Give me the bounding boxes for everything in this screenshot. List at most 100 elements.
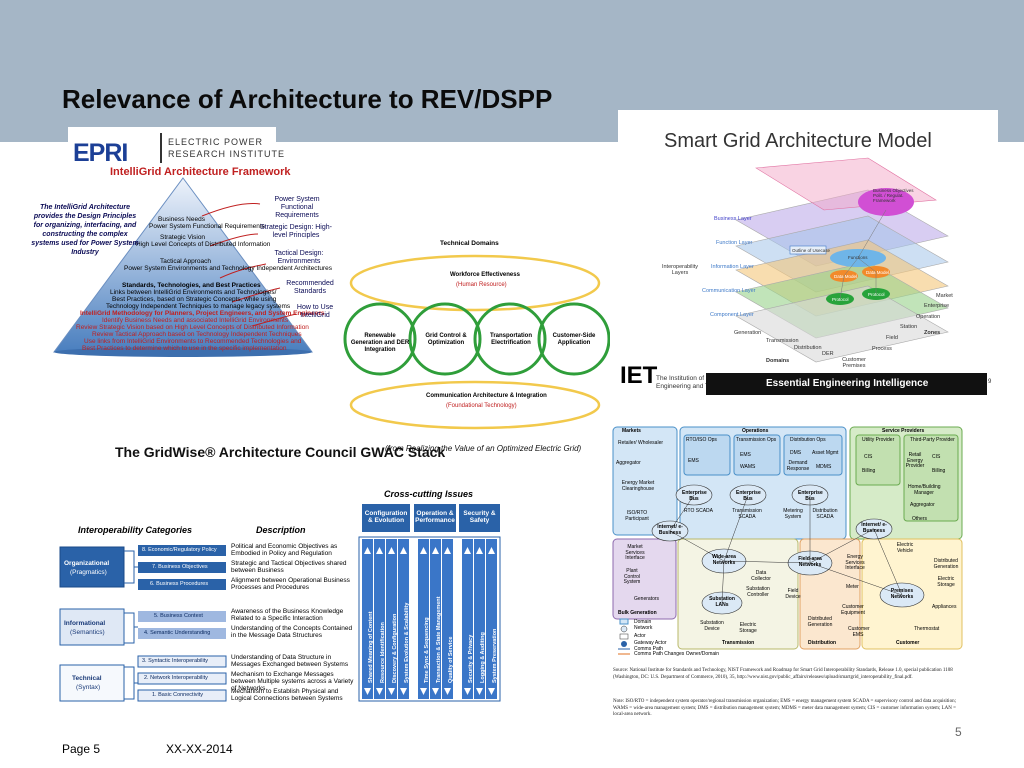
category-organizational-sub: (Pragmatics)	[70, 569, 107, 576]
desc-6: Alignment between Operational Business P…	[231, 577, 350, 591]
sgam-layer-business: Business Layer	[714, 216, 752, 222]
nist-ops-distribution: Distribution Ops	[790, 437, 826, 443]
nist-domain-transmission: Transmission	[722, 640, 755, 646]
sgam-domain-generation: Generation	[734, 330, 762, 336]
nist-legend-gateway: Gateway Actor	[634, 640, 667, 646]
category-informational: Informational	[64, 620, 106, 627]
nist-domain-distribution: Distribution	[808, 640, 837, 646]
category-organizational: Organizational	[64, 560, 110, 567]
nist-domain-customer: Customer	[896, 640, 920, 646]
nist-distributed-generation-1: Distributed Generation	[807, 616, 833, 628]
nist-diagram-graphic	[612, 426, 963, 655]
nist-field-device: Field Device	[785, 588, 801, 600]
nist-domain-markets: Markets	[622, 428, 641, 434]
layer-5: 5. Business Context	[154, 613, 203, 619]
nist-abbreviations-note: Note: ISO/RTO = independent system opera…	[613, 699, 956, 717]
nist-market-clearinghouse: Energy Market Clearinghouse	[621, 480, 655, 492]
nist-enterprise-bus-2: Enterprise Bus	[736, 490, 761, 502]
pyramid-level-5: Tactical Approach	[160, 258, 211, 265]
nist-legend-actor: Actor	[634, 633, 646, 639]
nist-ops-ems-1: EMS	[688, 458, 699, 464]
interop-categories-header: Interoperability Categories	[78, 525, 193, 535]
sgam-zone-station: Station	[900, 324, 918, 330]
cross-col-shared-meaning: Shared Meaning of Content	[368, 611, 374, 684]
nist-domain-service-providers: Service Providers	[882, 428, 925, 434]
sgam-layer-component: Component Layer	[710, 312, 754, 318]
nist-scada-transmission: Transmission SCADA	[732, 508, 762, 520]
cross-col-evolution: System Evolution & Scalability	[404, 602, 410, 683]
pyramid-level-11: IntelliGrid Methodology for Planners, Pr…	[80, 310, 325, 317]
cross-col-qos: Quality of Service	[448, 636, 454, 683]
pyramid-level-12: Identify Business Needs and associated I…	[102, 317, 289, 324]
sgam-data-model-2: Data Model	[866, 270, 890, 275]
sgam-outline-usecase: Outline of Usecase	[792, 248, 831, 253]
domain-customer-side: Customer-Side Application	[552, 333, 596, 346]
sgam-domain-der: DER	[822, 351, 834, 357]
category-technical: Technical	[72, 675, 102, 682]
pyramid-level-16: Best Practices to determine which to use…	[82, 345, 287, 352]
nist-sp-others: Others	[912, 516, 928, 522]
nist-sp-utility: Utility Provider	[862, 437, 895, 443]
iet-banner: IET The Institution of Engineering and T…	[618, 362, 998, 396]
sgam-domains-label: Domains	[766, 358, 790, 364]
pyramid-level-13: Review Strategic Vision based on High Le…	[76, 324, 309, 331]
sgam-zone-process: Process	[872, 346, 892, 352]
technical-domains-diagram: Technical Domains Workforce Effectivenes…	[340, 235, 611, 430]
sgam-zones-label: Zones	[924, 330, 941, 336]
desc-4: Understanding of the Concepts Contained …	[231, 625, 353, 639]
sgam-zone-enterprise: Enterprise	[924, 303, 950, 309]
nist-electric-vehicle: Electric Vehicle	[896, 542, 914, 554]
nist-ops-transmission: Transmission Ops	[736, 437, 777, 443]
epri-org-line1: ELECTRIC POWER	[168, 137, 264, 147]
gwac-stack-graphic	[59, 504, 501, 702]
cross-col-transaction: Transaction & State Management	[436, 596, 442, 684]
nist-electric-storage-1: Electric Storage	[739, 622, 757, 634]
nist-sp-third-party: Third-Party Provider	[910, 437, 955, 443]
sgam-protocol-1: Protocol	[832, 297, 849, 302]
sgam-zone-field: Field	[886, 335, 898, 341]
sgam-zone-market: Market	[936, 293, 953, 299]
layer-7: 7. Business Objectives	[152, 564, 208, 570]
iet-name-line2: Engineering and Technology	[656, 383, 738, 390]
technical-domains-title: Technical Domains	[440, 240, 499, 247]
category-informational-sub: (Semantics)	[70, 629, 105, 636]
layer-6: 6. Business Procedures	[150, 581, 209, 587]
iet-name-line1: The Institution of	[656, 375, 705, 382]
description-header: Description	[256, 525, 306, 535]
nist-scada-rto: RTO SCADA	[684, 508, 713, 514]
nist-enterprise-bus-1: Enterprise Bus	[682, 490, 707, 502]
footer-page-label: Page 5	[62, 742, 101, 756]
layer-4: 4. Semantic Understanding	[144, 630, 211, 636]
nist-enterprise-bus-3: Enterprise Bus	[798, 490, 823, 502]
nist-sp-aggregator: Aggregator	[910, 502, 935, 508]
nist-energy-services-interface: Energy Services Interface	[845, 554, 865, 571]
cross-col-resource-id: Resource Identification	[380, 622, 386, 683]
sgam-interop-label: Interoperability Layers	[661, 264, 699, 276]
nist-ops-dms: DMS	[790, 450, 802, 456]
nist-customer-ems: Customer EMS	[848, 626, 870, 638]
nist-ops-demand-response: Demand Response	[786, 460, 810, 472]
pyramid-level-10: Technology Independent Techniques to man…	[106, 303, 291, 310]
sgam-protocol-2: Protocol	[868, 292, 885, 297]
cross-header-operation: Operation & Performance	[415, 510, 455, 524]
gridwise-source: (from Realizing the Value of an Optimize…	[385, 444, 582, 453]
pyramid-level-14: Review Tactical Approach based on Techno…	[92, 331, 302, 338]
pyramid-label-standards: Recommended Standards	[286, 280, 334, 295]
pyramid-level-6: Power System Environments and Technology…	[124, 265, 332, 272]
nist-appliances: Appliances	[932, 604, 957, 610]
sgam-data-model-1: Data Model	[834, 274, 858, 279]
domain-transportation: Transportation Electrification	[489, 333, 532, 346]
nist-sp-billing-1: Billing	[862, 468, 876, 474]
layer-1: 1. Basic Connectivity	[152, 692, 204, 698]
iet-tagline: Essential Engineering Intelligence	[706, 373, 987, 395]
pyramid-level-9: Best Practices, based on Strategic Conce…	[112, 296, 277, 303]
slide-number: 5	[955, 725, 962, 739]
desc-7: Strategic and Tactical Objectives shared…	[231, 560, 347, 574]
category-technical-sub: (Syntax)	[76, 684, 101, 691]
nist-data-collector: Data Collector	[751, 570, 771, 582]
nist-sp-cis-1: CIS	[864, 454, 873, 460]
cross-col-discovery: Discovery & Configuration	[392, 613, 398, 683]
desc-8: Political and Economic Objectives as Emb…	[231, 543, 338, 557]
workforce-effectiveness: Workforce Effectiveness	[450, 272, 520, 278]
cross-header-security: Security & Safety	[463, 510, 496, 524]
